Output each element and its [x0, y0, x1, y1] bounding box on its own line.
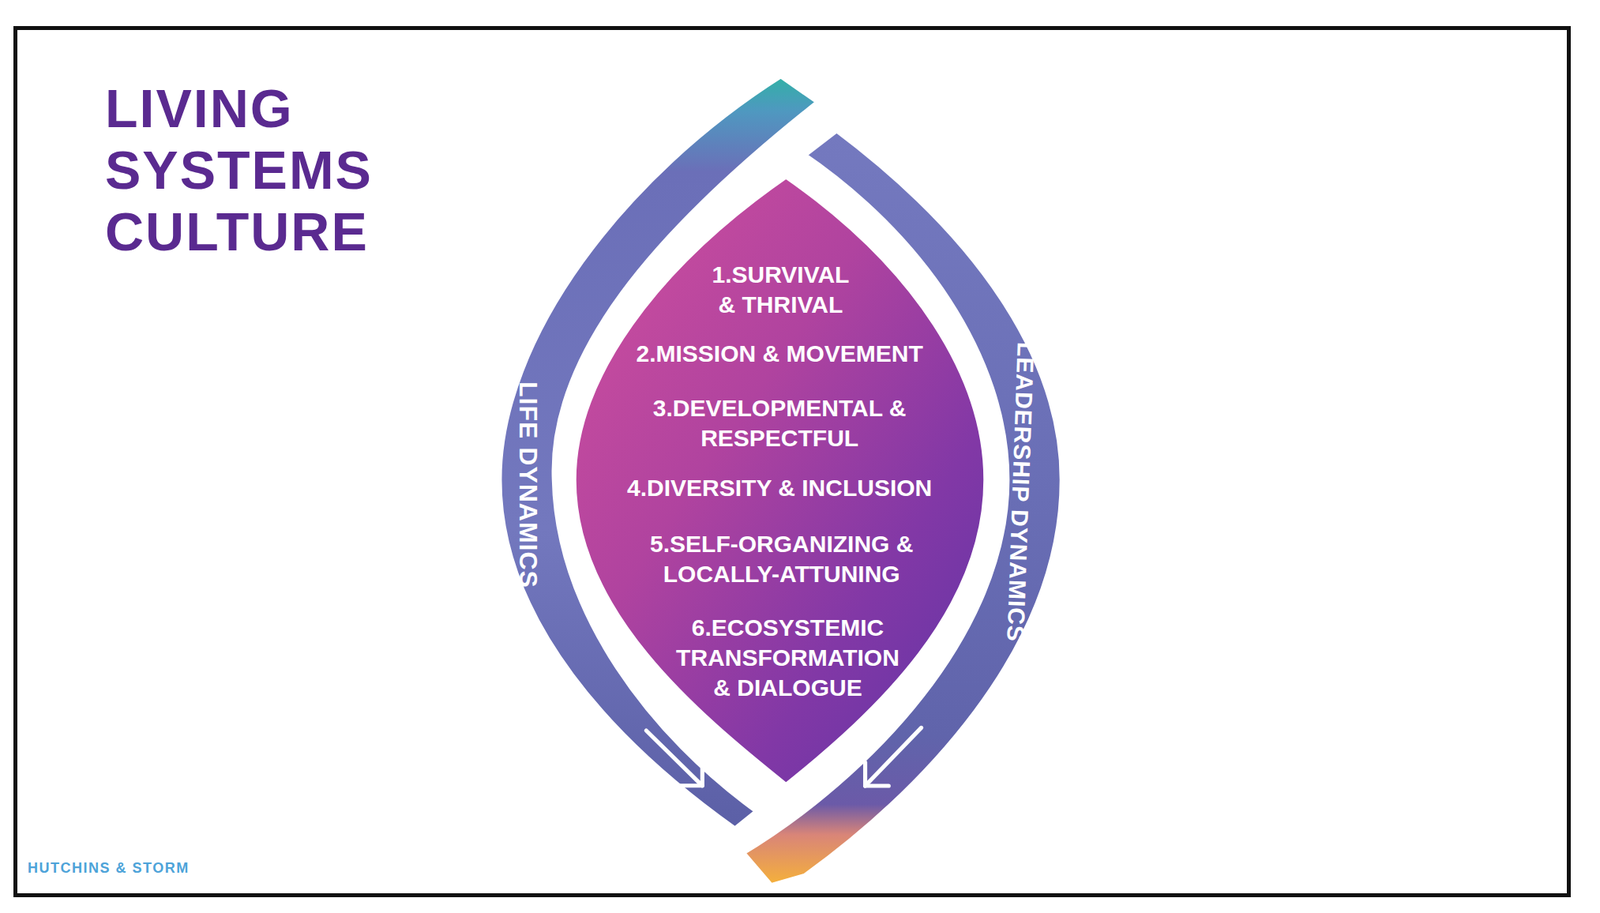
culture-item: 3.DEVELOPMENTAL & RESPECTFUL [646, 393, 913, 454]
brand-placer: HUTCHINS & STORM [27, 859, 190, 877]
flow-arrow [865, 727, 922, 786]
culture-leaf: 1.SURVIVAL & THRIVAL 2.MISSION & MOVEMENT… [561, 163, 999, 799]
band-label: LIFE DYNAMICS [514, 381, 543, 589]
text-placer: 1.SURVIVAL & THRIVAL [703, 259, 858, 320]
flow-arrow [678, 762, 703, 786]
text-placer: LIFE DYNAMICS [514, 381, 543, 589]
culture-item: 1.SURVIVAL & THRIVAL [703, 259, 858, 320]
brand-label: HUTCHINS & STORM [27, 859, 190, 877]
title-block: LIVING SYSTEMS CULTURE [105, 77, 414, 263]
diagram-title: LIVING SYSTEMS CULTURE [105, 77, 414, 263]
culture-item: 2.MISSION & MOVEMENT [613, 338, 946, 369]
text-placer: 5.SELF-ORGANIZING & LOCALLY-ATTUNING [623, 529, 940, 590]
flow-arrow [646, 730, 703, 786]
flow-arrow [865, 762, 890, 786]
culture-item: 6.ECOSYSTEMIC TRANSFORMATION & DIALOGUE [664, 612, 910, 703]
text-placer: 3.DEVELOPMENTAL & RESPECTFUL [646, 393, 913, 454]
text-placer: 4.DIVERSITY & INCLUSION [605, 473, 954, 504]
leaf-shape-fill [571, 173, 988, 789]
culture-item: 5.SELF-ORGANIZING & LOCALLY-ATTUNING [623, 529, 940, 590]
culture-item: 4.DIVERSITY & INCLUSION [605, 473, 954, 504]
text-placer: 2.MISSION & MOVEMENT [613, 338, 946, 369]
text-placer: 6.ECOSYSTEMIC TRANSFORMATION & DIALOGUE [664, 612, 910, 703]
